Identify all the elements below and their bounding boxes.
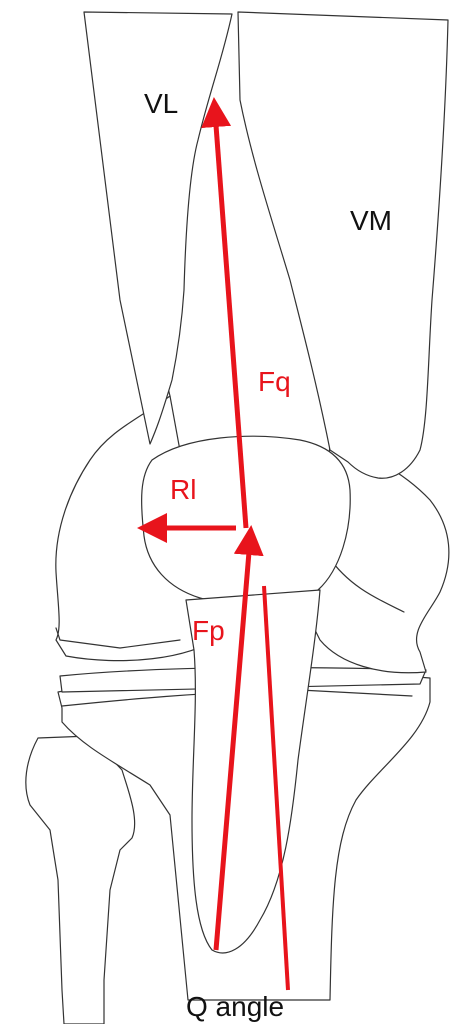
fq-label: Fq <box>258 366 291 397</box>
rl-label: Rl <box>170 474 196 505</box>
fq-force-arrow <box>201 97 249 529</box>
fp-label: Fp <box>192 615 225 646</box>
q-angle-label: Q angle <box>186 991 284 1022</box>
vastus-lateralis-outline <box>83 11 233 445</box>
femur-notch <box>55 627 181 649</box>
fibula-outline <box>25 735 136 1024</box>
q-angle-line <box>262 585 290 991</box>
patellar-tendon-outline <box>185 589 321 954</box>
fp-force-arrow <box>213 525 264 951</box>
vm-label: VM <box>350 205 392 236</box>
vl-label: VL <box>144 88 178 119</box>
vastus-medialis-outline <box>237 11 449 479</box>
